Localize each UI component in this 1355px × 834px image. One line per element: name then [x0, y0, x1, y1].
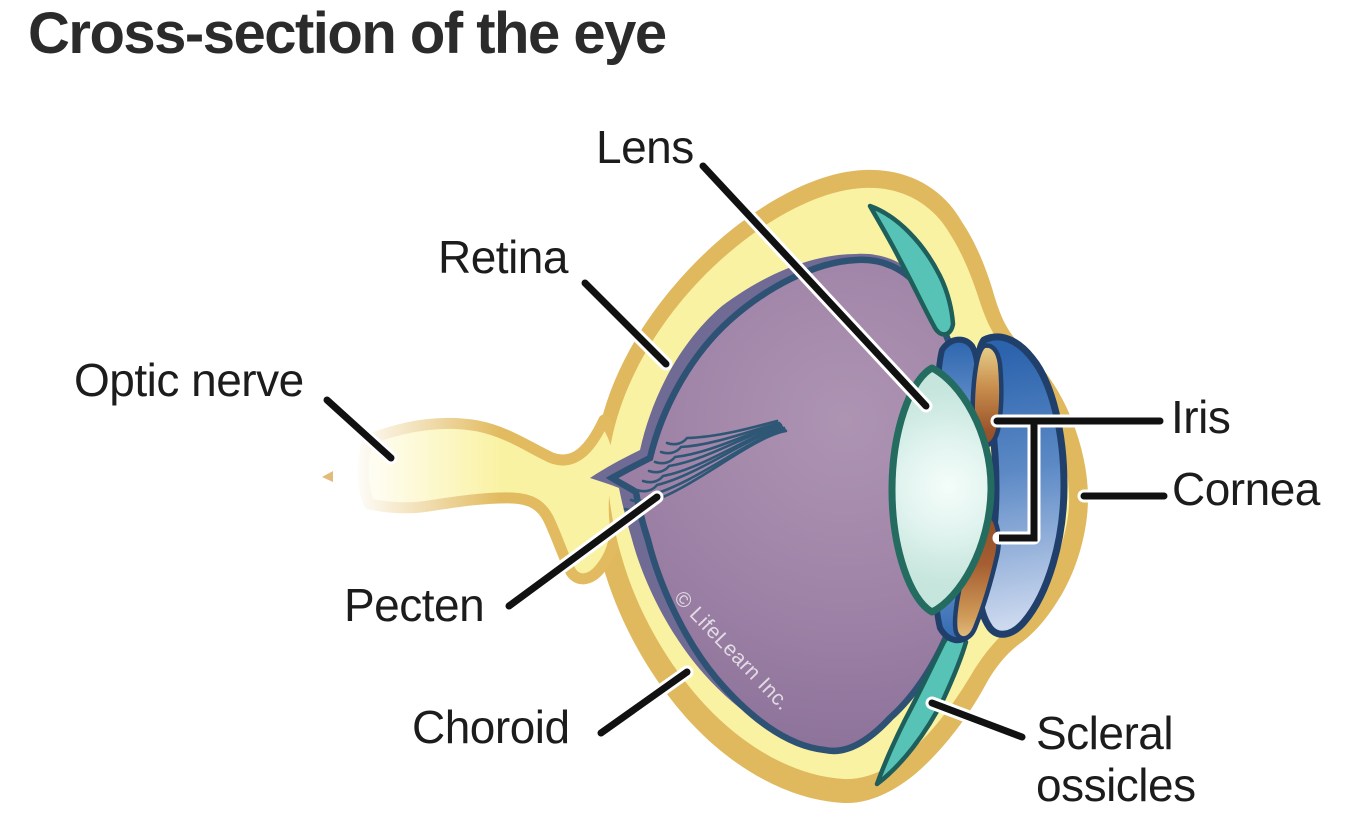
leader-retina — [581, 279, 670, 368]
label-optic-nerve: Optic nerve — [74, 354, 304, 406]
label-scleral-ossicles: Scleral ossicles — [1036, 707, 1196, 811]
scleral-ossicle-top-shape — [867, 203, 956, 337]
label-lens: Lens — [596, 121, 694, 173]
leader-optic-nerve — [323, 396, 395, 462]
lens-shape — [888, 364, 995, 616]
page-title: Cross-section of the eye — [28, 1, 667, 66]
leader-pecten — [505, 493, 661, 610]
leader-lines — [323, 162, 1168, 741]
leader-scleral-ossicles — [928, 699, 1026, 741]
label-retina: Retina — [438, 231, 568, 283]
label-iris: Iris — [1171, 391, 1231, 443]
leader-iris-bracket — [999, 421, 1038, 542]
label-cornea: Cornea — [1172, 463, 1320, 515]
label-pecten: Pecten — [344, 579, 485, 631]
leader-choroid — [597, 668, 691, 737]
leader-lens — [699, 162, 930, 410]
label-choroid: Choroid — [412, 701, 570, 753]
optic-nerve-shape — [357, 414, 624, 585]
small-arrow-artifact — [322, 471, 333, 482]
